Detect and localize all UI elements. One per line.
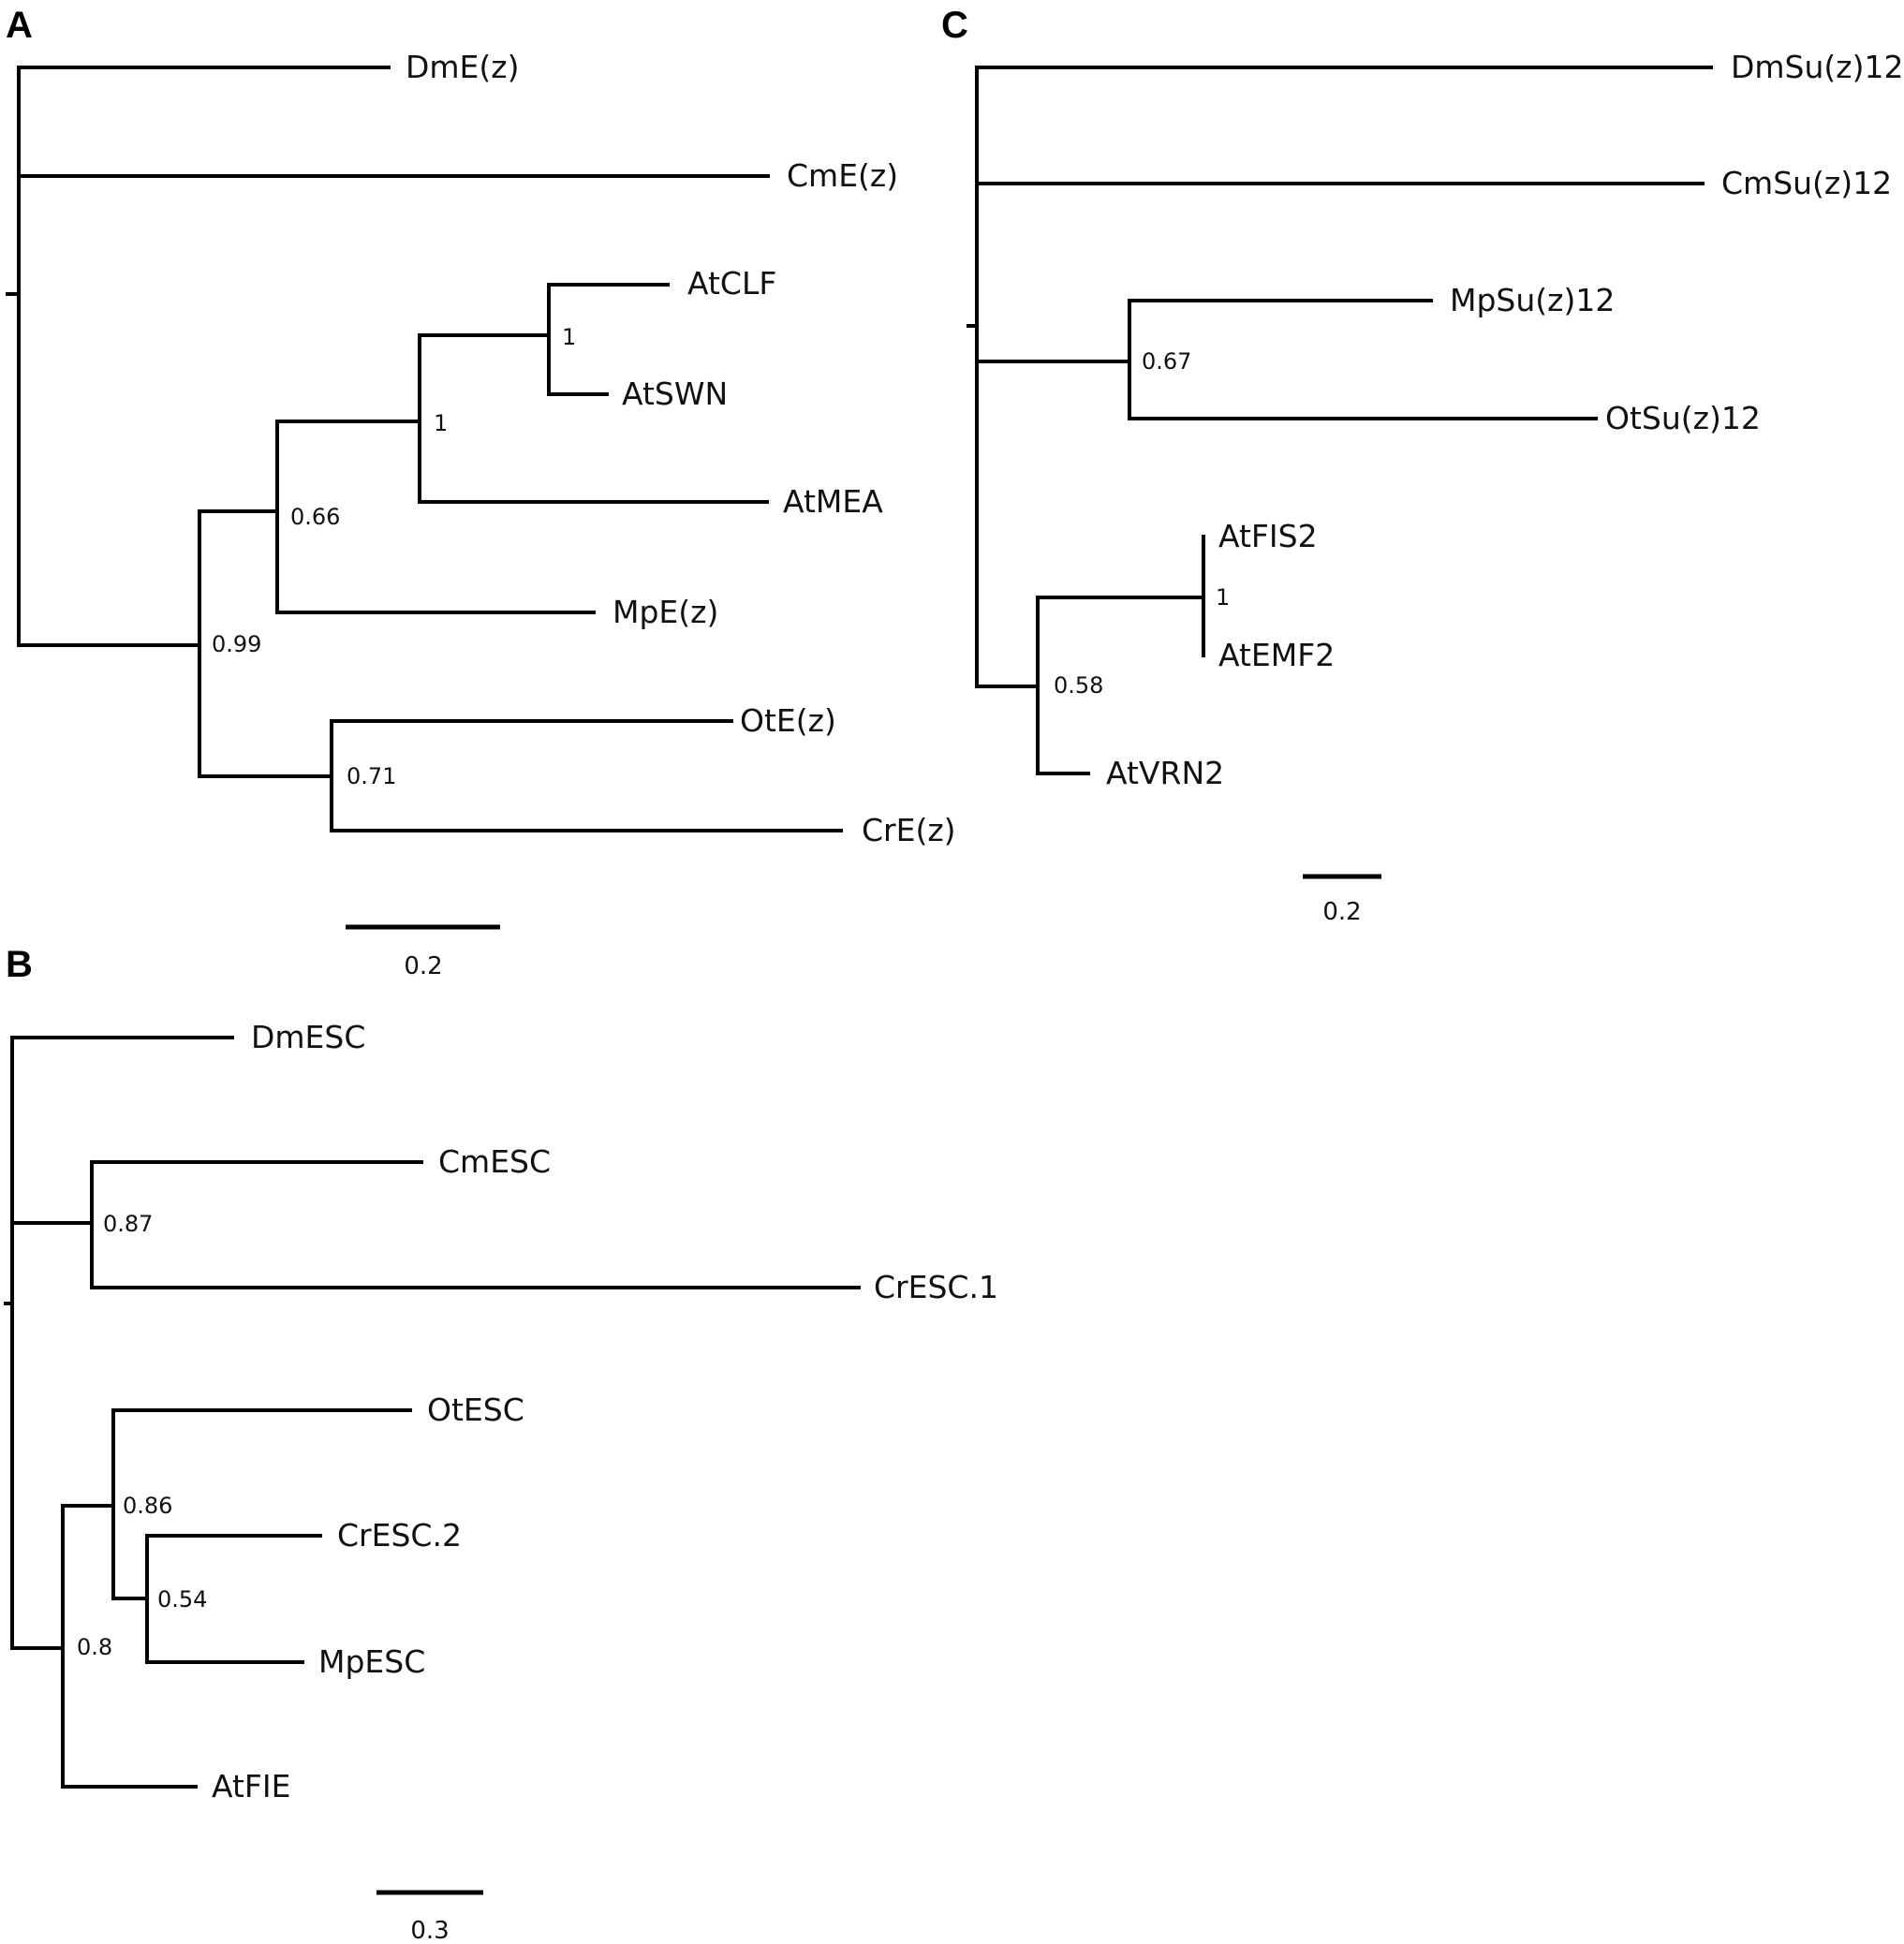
support-value: 0.66	[290, 504, 340, 530]
taxon-label: AtVRN2	[1106, 755, 1224, 791]
support-value: 1	[1216, 584, 1230, 611]
taxon-label: AtEMF2	[1218, 637, 1335, 673]
panel-c-letter: C	[941, 5, 968, 46]
taxon-label: AtMEA	[783, 483, 883, 520]
panel-c: C DmSu(z)12 CmSu(z)12 MpSu(z)12 OtSu(z)1…	[941, 5, 1903, 926]
taxon-label: AtFIE	[212, 1768, 291, 1804]
taxon-label: AtFIS2	[1218, 518, 1318, 554]
taxon-label: MpSu(z)12	[1450, 282, 1615, 318]
panel-b-scale: 0.3	[376, 1890, 483, 1944]
panel-a-letter: A	[6, 5, 33, 46]
taxon-label: AtSWN	[622, 376, 728, 412]
support-value: 0.99	[212, 631, 261, 657]
panel-a-supports: 1 1 0.66 0.99 0.71	[212, 324, 576, 789]
panel-b-supports: 0.87 0.86 0.54 0.8	[77, 1211, 207, 1660]
scale-bar-label: 0.2	[404, 952, 442, 980]
taxon-label: DmESC	[251, 1019, 365, 1055]
taxon-label: MpE(z)	[613, 594, 718, 630]
panel-a-scale: 0.2	[346, 924, 500, 980]
taxon-label: MpESC	[318, 1643, 425, 1680]
support-value: 1	[562, 324, 576, 350]
support-value: 0.58	[1054, 672, 1103, 699]
taxon-label: OtESC	[427, 1392, 524, 1428]
panel-c-scale: 0.2	[1303, 874, 1381, 926]
taxon-label: OtE(z)	[740, 702, 836, 739]
taxon-label: DmE(z)	[406, 49, 519, 85]
panel-a-taxa: DmE(z) CmE(z) AtCLF AtSWN AtMEA MpE(z) O…	[406, 49, 956, 848]
panel-b-taxa: DmESC CmESC CrESC.1 OtESC CrESC.2 MpESC …	[212, 1019, 998, 1804]
scale-bar-label: 0.3	[410, 1917, 449, 1944]
taxon-label: CmE(z)	[787, 157, 898, 194]
support-value: 0.86	[123, 1493, 172, 1519]
taxon-label: CmESC	[438, 1143, 551, 1180]
scale-bar-label: 0.2	[1322, 898, 1361, 926]
taxon-label: CrE(z)	[862, 812, 956, 848]
support-value: 1	[434, 410, 448, 436]
taxon-label: CrESC.1	[874, 1269, 998, 1305]
taxon-label: OtSu(z)12	[1605, 400, 1761, 436]
panel-c-branches	[967, 66, 1713, 775]
support-value: 0.54	[157, 1586, 207, 1613]
taxon-label: DmSu(z)12	[1731, 49, 1903, 85]
support-value: 0.87	[103, 1211, 153, 1237]
support-value: 0.67	[1142, 348, 1191, 375]
taxon-label: CrESC.2	[337, 1517, 462, 1554]
panel-b: B DmESC CmESC CrESC.1 OtESC CrESC.2	[4, 944, 998, 1944]
panel-b-branches	[4, 1036, 861, 1789]
panel-c-taxa: DmSu(z)12 CmSu(z)12 MpSu(z)12 OtSu(z)12 …	[1106, 49, 1903, 791]
taxon-label: AtCLF	[687, 265, 776, 302]
panel-a: A	[6, 5, 956, 980]
support-value: 0.8	[77, 1634, 112, 1660]
panel-c-supports: 0.67 1 0.58	[1054, 348, 1230, 699]
taxon-label: CmSu(z)12	[1721, 165, 1892, 201]
panel-a-branches	[6, 66, 843, 832]
panel-b-letter: B	[6, 944, 33, 985]
support-value: 0.71	[347, 763, 396, 789]
